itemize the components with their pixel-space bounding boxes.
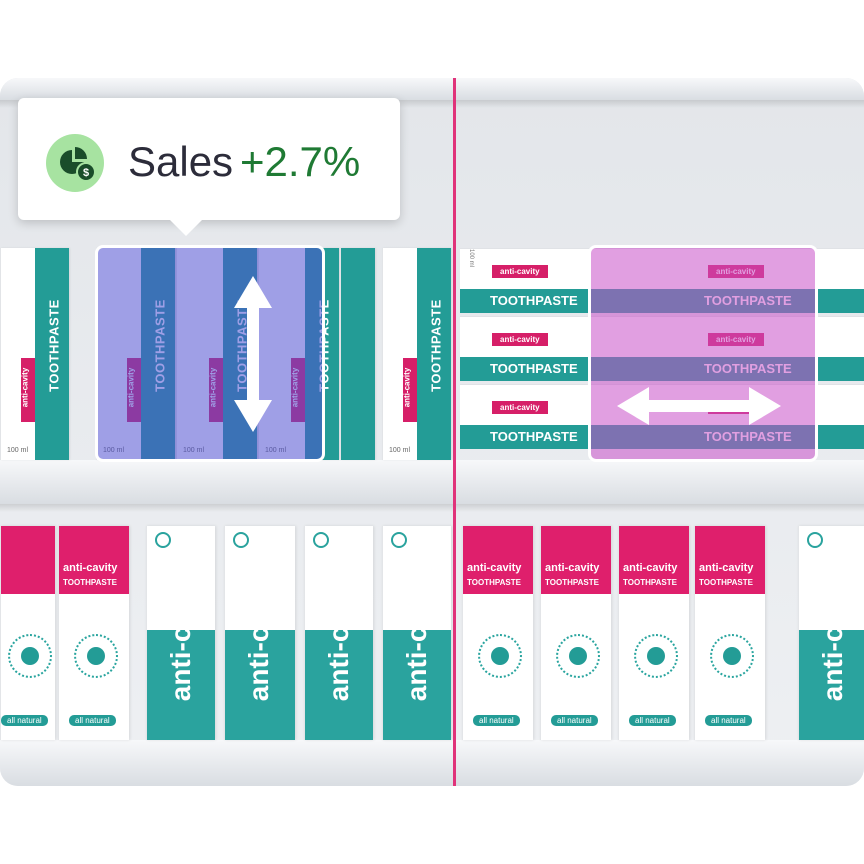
box-title: TOOTHPASTE bbox=[428, 299, 444, 392]
box-volume: 100 ml bbox=[468, 248, 475, 268]
product-box-teal[interactable]: anti-cavity bbox=[382, 526, 451, 740]
sales-tooltip: $ Sales +2.7% bbox=[18, 98, 400, 236]
product-box-pink[interactable]: anti-cavity TOOTHPASTE all natural bbox=[540, 526, 611, 740]
box-band bbox=[305, 630, 373, 740]
box-tag: anti-cavity bbox=[492, 265, 548, 278]
shelf-shadow bbox=[0, 504, 864, 512]
leaf-icon bbox=[74, 634, 118, 678]
box-cap bbox=[1, 526, 55, 594]
natural-badge: all natural bbox=[629, 715, 676, 726]
box-subtitle: TOOTHPASTE bbox=[63, 578, 117, 587]
product-box-pink[interactable]: all natural bbox=[0, 526, 55, 740]
product-box-teal[interactable]: anti-cavity bbox=[798, 526, 864, 740]
box-title: anti-cavity bbox=[467, 562, 522, 574]
product-box-vertical[interactable]: anti-cavity TOOTHPASTE 100 ml bbox=[0, 248, 69, 460]
product-box-pink[interactable]: anti-cavity TOOTHPASTE all natural bbox=[58, 526, 129, 740]
pie-chart-dollar-icon: $ bbox=[46, 134, 104, 192]
leaf-icon bbox=[710, 634, 754, 678]
box-volume: 100 ml bbox=[389, 447, 411, 454]
brand-logo-icon bbox=[155, 532, 171, 548]
brand-logo-icon bbox=[313, 532, 329, 548]
product-box-vertical[interactable]: anti-cavity TOOTHPASTE 100 ml bbox=[382, 248, 451, 460]
vertical-placement-selection[interactable] bbox=[95, 245, 325, 462]
shelf-top-edge bbox=[0, 78, 864, 100]
product-box-teal[interactable]: anti-cavity bbox=[146, 526, 215, 740]
box-band bbox=[383, 630, 451, 740]
box-cap bbox=[541, 526, 611, 594]
box-tag bbox=[403, 358, 417, 422]
box-tag-label: anti-cavity bbox=[20, 367, 30, 408]
vertical-double-arrow-icon[interactable] bbox=[98, 248, 322, 459]
leaf-icon bbox=[8, 634, 52, 678]
natural-badge: all natural bbox=[551, 715, 598, 726]
box-subtitle: TOOTHPASTE bbox=[623, 578, 677, 587]
natural-badge: all natural bbox=[1, 715, 48, 726]
box-title: anti-cavity bbox=[699, 562, 754, 574]
box-title: TOOTHPASTE bbox=[490, 429, 578, 444]
shelf-middle-edge bbox=[0, 460, 864, 504]
product-box-pink[interactable]: anti-cavity TOOTHPASTE all natural bbox=[618, 526, 689, 740]
box-band bbox=[341, 248, 375, 460]
box-band bbox=[799, 630, 864, 740]
product-box-pink[interactable]: anti-cavity TOOTHPASTE all natural bbox=[694, 526, 765, 740]
box-band bbox=[147, 630, 215, 740]
box-subtitle: TOOTHPASTE bbox=[467, 578, 521, 587]
box-title: anti-cavity bbox=[401, 562, 432, 702]
box-title: anti-cavity bbox=[623, 562, 678, 574]
shelf-shadow bbox=[0, 100, 864, 108]
brand-logo-icon bbox=[807, 532, 823, 548]
box-cap bbox=[59, 526, 129, 594]
leaf-icon bbox=[556, 634, 600, 678]
box-title: anti-cavity bbox=[545, 562, 600, 574]
box-title: TOOTHPASTE bbox=[490, 361, 578, 376]
box-title: anti-cavity bbox=[243, 562, 274, 702]
comparison-divider[interactable] bbox=[453, 78, 456, 786]
product-box-pink[interactable]: anti-cavity TOOTHPASTE all natural bbox=[462, 526, 533, 740]
horizontal-double-arrow-icon[interactable] bbox=[591, 248, 815, 459]
horizontal-placement-selection[interactable] bbox=[588, 245, 818, 462]
metric-value: +2.7% bbox=[240, 138, 361, 185]
natural-badge: all natural bbox=[705, 715, 752, 726]
box-title: anti-cavity bbox=[323, 562, 354, 702]
box-cap bbox=[463, 526, 533, 594]
box-cap bbox=[695, 526, 765, 594]
box-title: TOOTHPASTE bbox=[46, 299, 62, 392]
box-title: anti-cavity bbox=[63, 562, 118, 574]
box-tag: anti-cavity bbox=[492, 333, 548, 346]
product-box-teal[interactable]: anti-cavity bbox=[304, 526, 373, 740]
shelf-bottom-edge bbox=[0, 740, 864, 786]
brand-logo-icon bbox=[391, 532, 407, 548]
box-tag bbox=[21, 358, 35, 422]
box-title: anti-cavity bbox=[165, 562, 196, 702]
product-box-vertical[interactable] bbox=[340, 248, 375, 460]
box-cap bbox=[619, 526, 689, 594]
brand-logo-icon bbox=[233, 532, 249, 548]
natural-badge: all natural bbox=[69, 715, 116, 726]
box-band bbox=[225, 630, 295, 740]
product-box-teal[interactable]: anti-cavity bbox=[224, 526, 295, 740]
svg-text:$: $ bbox=[83, 167, 89, 179]
leaf-icon bbox=[478, 634, 522, 678]
leaf-icon bbox=[634, 634, 678, 678]
box-subtitle: TOOTHPASTE bbox=[699, 578, 753, 587]
box-subtitle: TOOTHPASTE bbox=[545, 578, 599, 587]
box-tag: anti-cavity bbox=[492, 401, 548, 414]
box-title: anti-cavity bbox=[817, 562, 848, 702]
box-tag-label: anti-cavity bbox=[402, 367, 412, 408]
box-band bbox=[417, 248, 451, 460]
metric-label: Sales bbox=[128, 138, 234, 185]
natural-badge: all natural bbox=[473, 715, 520, 726]
box-volume: 100 ml bbox=[7, 447, 29, 454]
box-title: TOOTHPASTE bbox=[490, 293, 578, 308]
box-band bbox=[35, 248, 69, 460]
